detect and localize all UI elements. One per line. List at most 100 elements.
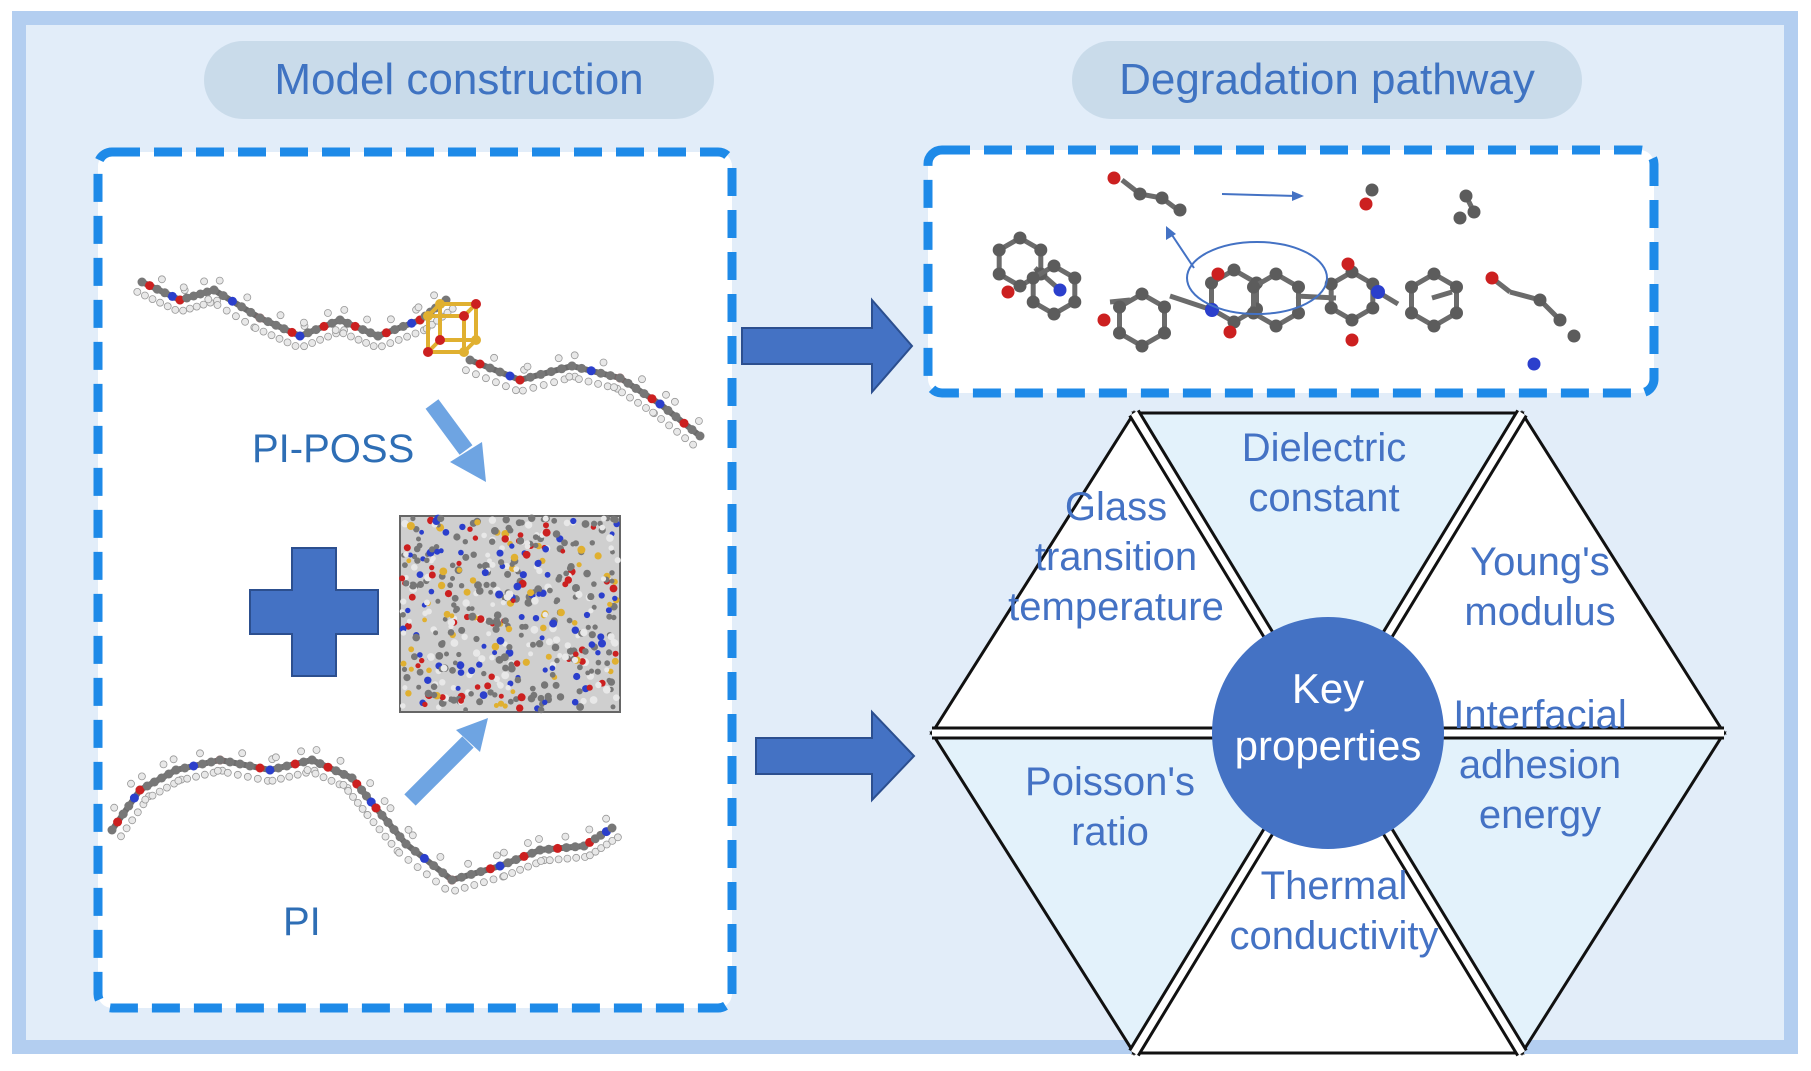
cell-atom <box>516 537 525 545</box>
cell-atom <box>408 666 414 672</box>
cell-atom <box>610 638 617 645</box>
hydrogen-atom <box>117 832 125 841</box>
cell-atom <box>417 581 424 588</box>
hydrogen-atom <box>133 287 142 296</box>
cell-atom <box>468 691 474 697</box>
cell-atom <box>527 589 535 597</box>
atom <box>553 843 563 853</box>
hydrogen-atom <box>394 335 403 344</box>
cell-atom <box>449 667 456 674</box>
cell-atom <box>472 649 481 657</box>
cell-atom <box>611 657 619 665</box>
carbon-atom <box>1158 300 1171 314</box>
hydrogen-atom <box>259 327 268 336</box>
atom <box>519 851 529 861</box>
cell-atom <box>473 635 480 643</box>
atom <box>347 773 357 783</box>
atom <box>335 315 345 325</box>
hydrogen-atom <box>523 362 532 371</box>
hydrogen-atom <box>308 339 317 347</box>
cell-atom <box>413 545 421 553</box>
cell-atom <box>545 638 553 646</box>
cell-atom <box>518 614 525 620</box>
hydrogen-atom <box>634 398 642 407</box>
hydrogen-atom <box>563 854 572 863</box>
amorphous-cell <box>399 514 621 714</box>
atom <box>197 759 207 769</box>
cell-atom <box>588 668 595 674</box>
hydrogen-atom <box>316 335 325 344</box>
hydrogen-atom <box>324 332 333 341</box>
atom <box>1133 187 1147 201</box>
hydrogen-atom <box>231 312 240 321</box>
atom <box>577 363 587 373</box>
hydrogen-atom <box>545 856 554 865</box>
key-properties-line1: Key <box>1292 665 1364 712</box>
carbon-atom <box>1227 263 1241 277</box>
cell-atom <box>595 681 602 689</box>
cell-atom <box>580 628 588 637</box>
hydrogen-atom <box>662 390 670 399</box>
cell-atom <box>476 698 484 706</box>
hydrogen-atom <box>349 793 357 801</box>
cell-atom <box>516 704 524 712</box>
hydrogen-atom <box>185 304 194 313</box>
cell-atom <box>479 691 488 699</box>
hydrogen-atom <box>375 825 384 834</box>
hydrogen-atom <box>395 848 404 857</box>
atom <box>1459 189 1473 203</box>
cell-atom <box>528 651 534 657</box>
cell-atom <box>570 517 577 525</box>
atom <box>287 327 297 337</box>
cell-atom <box>524 540 531 546</box>
hydrogen-atom <box>614 833 622 842</box>
carbon-atom <box>1292 306 1305 320</box>
hydrogen-atom <box>464 859 473 868</box>
cell-atom <box>507 680 514 687</box>
degradation-molecule <box>992 171 1581 371</box>
hydrogen-atom <box>369 818 378 827</box>
atom <box>237 302 247 312</box>
cell-atom <box>587 593 595 601</box>
cell-atom <box>410 515 416 522</box>
cell-atom <box>433 630 439 636</box>
cell-atom <box>611 516 619 524</box>
atom <box>1453 211 1467 225</box>
atom <box>107 825 117 835</box>
cell-atom <box>419 657 425 664</box>
cell-atom <box>430 683 438 690</box>
cell-atom <box>487 558 492 564</box>
cleavage-site-ellipse <box>1186 241 1328 315</box>
atom <box>202 287 212 297</box>
carbon-atom <box>1345 313 1359 327</box>
cell-atom <box>483 581 490 589</box>
hydrogen-atom <box>411 329 420 338</box>
cell-atom <box>406 618 412 624</box>
hydrogen-atom <box>344 787 353 795</box>
carbon-atom <box>992 243 1006 257</box>
cell-atom <box>402 685 408 691</box>
atom <box>567 361 577 371</box>
atom <box>1553 313 1567 327</box>
cell-atom <box>447 582 454 589</box>
hydrogen-atom <box>327 776 336 785</box>
cell-atom <box>433 544 440 550</box>
hydrogen-atom <box>297 747 306 756</box>
hydrogen-atom <box>591 847 600 856</box>
cell-atom <box>542 611 548 618</box>
cell-atom <box>549 665 556 671</box>
hydrogen-atom <box>430 291 439 300</box>
atom <box>371 803 381 813</box>
cell-atom <box>508 661 515 668</box>
cell-atom <box>500 653 509 662</box>
atom <box>663 405 673 415</box>
cell-atom <box>600 515 607 522</box>
hydrogen-atom <box>253 774 262 783</box>
hydrogen-atom <box>575 375 583 384</box>
cell-atom <box>427 653 435 661</box>
cell-atom <box>484 682 492 690</box>
cell-atom <box>405 607 411 614</box>
cell-atom <box>600 576 607 582</box>
cell-atom <box>415 663 421 669</box>
cell-atom <box>506 644 513 651</box>
